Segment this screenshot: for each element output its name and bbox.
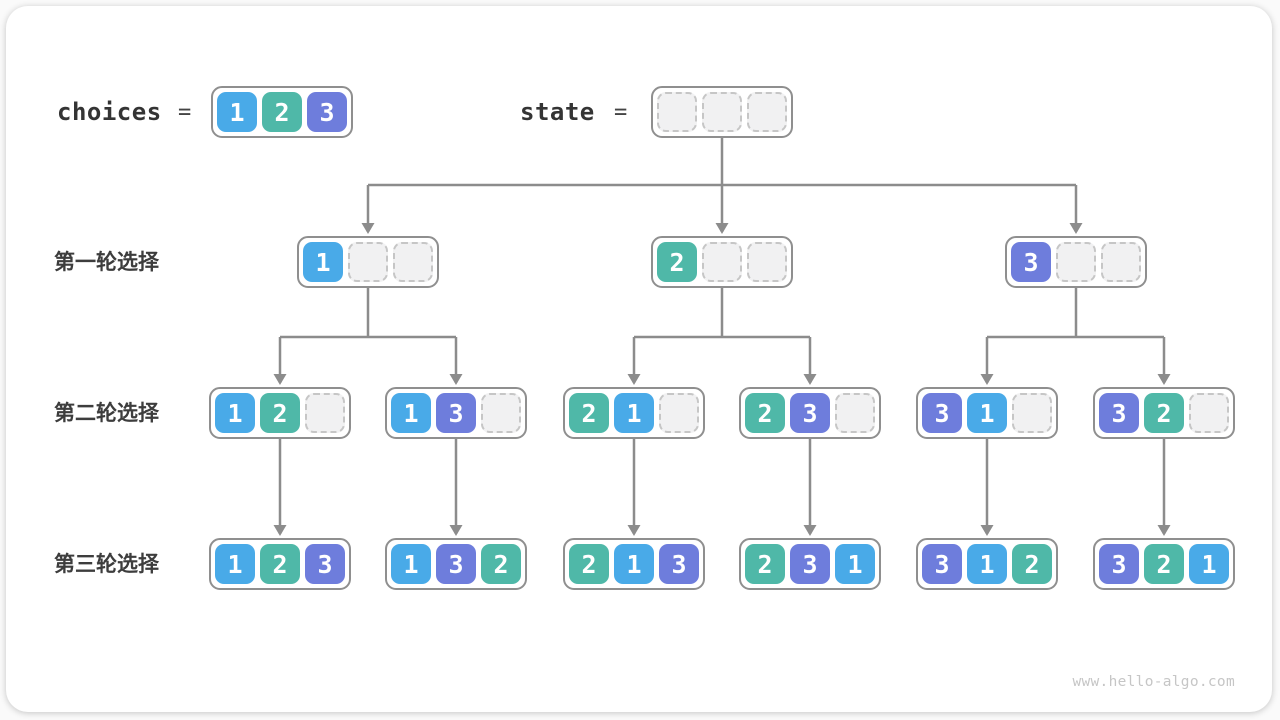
choices-equals-sign: =: [178, 99, 192, 125]
choices-value-cell-3: 3: [307, 92, 347, 132]
tree-node-empty-cell: [1056, 242, 1096, 282]
tree-node-value-cell-1: 1: [614, 544, 654, 584]
tree-node-empty-cell: [348, 242, 388, 282]
tree-node-value-cell-3: 3: [790, 544, 830, 584]
tree-node-value-cell-3: 3: [659, 544, 699, 584]
tree-node-empty-cell: [481, 393, 521, 433]
tree-node-value-cell-1: 1: [391, 393, 431, 433]
tree-node-value-cell-2: 2: [569, 393, 609, 433]
tree-connector-arrows: [273, 138, 1171, 536]
tree-node-empty-cell: [1012, 393, 1052, 433]
tree-node-empty-cell: [1189, 393, 1229, 433]
tree-node-round1-2: 2: [651, 236, 793, 288]
tree-node-value-cell-2: 2: [1012, 544, 1052, 584]
choices-value-cell-1: 1: [217, 92, 257, 132]
state-variable-label: state: [520, 98, 595, 126]
tree-node-value-cell-2: 2: [745, 544, 785, 584]
state-equals-sign: =: [614, 99, 628, 125]
state-array-box: [651, 86, 793, 138]
tree-node-value-cell-1: 1: [391, 544, 431, 584]
state-empty-cell: [657, 92, 697, 132]
tree-node-value-cell-2: 2: [1144, 393, 1184, 433]
tree-node-value-cell-1: 1: [215, 544, 255, 584]
tree-node-value-cell-2: 2: [657, 242, 697, 282]
tree-node-value-cell-1: 1: [303, 242, 343, 282]
tree-node-value-cell-3: 3: [922, 393, 962, 433]
round-1-label: 第一轮选择: [54, 250, 159, 274]
tree-node-value-cell-3: 3: [1011, 242, 1051, 282]
choices-value-cell-2: 2: [262, 92, 302, 132]
tree-node-value-cell-2: 2: [260, 544, 300, 584]
state-empty-cell: [747, 92, 787, 132]
state-empty-cell: [702, 92, 742, 132]
tree-node-value-cell-1: 1: [614, 393, 654, 433]
tree-node-value-cell-3: 3: [922, 544, 962, 584]
watermark-text: www.hello-algo.com: [1072, 674, 1235, 690]
tree-node-value-cell-2: 2: [481, 544, 521, 584]
tree-node-value-cell-2: 2: [1144, 544, 1184, 584]
tree-node-value-cell-2: 2: [745, 393, 785, 433]
tree-node-value-cell-1: 1: [215, 393, 255, 433]
tree-node-round1-3: 3: [1005, 236, 1147, 288]
tree-node-empty-cell: [393, 242, 433, 282]
tree-node-empty-cell: [1101, 242, 1141, 282]
choices-variable-label: choices: [57, 98, 162, 126]
tree-node-empty-cell: [659, 393, 699, 433]
tree-node-value-cell-3: 3: [436, 393, 476, 433]
tree-node-value-cell-1: 1: [835, 544, 875, 584]
tree-node-value-cell-1: 1: [967, 393, 1007, 433]
tree-node-value-cell-3: 3: [1099, 544, 1139, 584]
tree-node-value-cell-1: 1: [1189, 544, 1229, 584]
tree-node-value-cell-3: 3: [1099, 393, 1139, 433]
tree-node-empty-cell: [835, 393, 875, 433]
tree-node-round1-1: 1: [297, 236, 439, 288]
round-2-label: 第二轮选择: [54, 401, 159, 425]
tree-node-value-cell-3: 3: [305, 544, 345, 584]
tree-node-empty-cell: [747, 242, 787, 282]
tree-node-empty-cell: [702, 242, 742, 282]
tree-node-value-cell-1: 1: [967, 544, 1007, 584]
tree-node-value-cell-3: 3: [436, 544, 476, 584]
tree-node-empty-cell: [305, 393, 345, 433]
tree-node-value-cell-3: 3: [790, 393, 830, 433]
tree-node-value-cell-2: 2: [260, 393, 300, 433]
round-3-label: 第三轮选择: [54, 552, 159, 576]
tree-node-value-cell-2: 2: [569, 544, 609, 584]
